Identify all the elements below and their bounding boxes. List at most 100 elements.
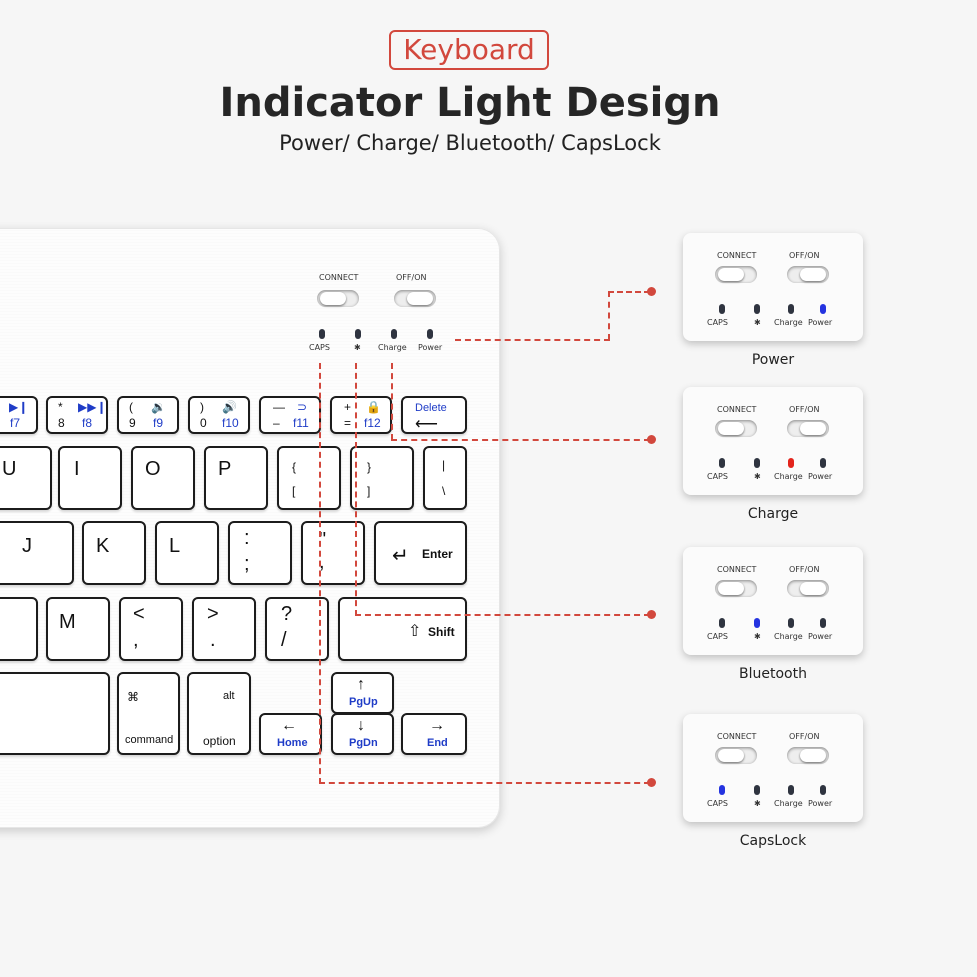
charge-connector-v [391, 363, 393, 440]
card-led-charge [788, 304, 794, 314]
card-led-label: Power [808, 318, 833, 327]
card-led-power [820, 618, 826, 628]
power-switch[interactable] [394, 290, 436, 307]
key-o[interactable]: O [131, 446, 195, 510]
key-u[interactable]: U [0, 446, 52, 510]
card-caption: Power [751, 352, 795, 368]
key-semicolon[interactable]: : ; [228, 521, 292, 585]
card-led-power [820, 458, 826, 468]
key-f11[interactable]: — ⊃ – f11 [259, 396, 321, 434]
card-led-label: Power [808, 632, 833, 641]
command-icon: ⌘ [127, 690, 139, 704]
volume-down-icon: 🔉 [151, 400, 166, 414]
key-comma[interactable]: < , [119, 597, 183, 661]
key-pgup[interactable]: ↑ PgUp [331, 672, 394, 714]
connect-switch[interactable] [317, 290, 359, 307]
key-quote[interactable]: " , [301, 521, 365, 585]
shift-icon: ⇧ [408, 623, 422, 640]
card-connect-label: CONNECT [717, 565, 757, 574]
key-home[interactable]: ← Home [259, 713, 322, 755]
key-option[interactable]: alt option [187, 672, 251, 755]
card-offon-label: OFF/ON [789, 405, 820, 414]
arrow-left-icon: ← [281, 717, 297, 734]
card-connect-switch [715, 580, 757, 597]
card-led-bluetooth [754, 304, 760, 314]
key-i[interactable]: I [58, 446, 122, 510]
bluetooth-led [355, 329, 361, 339]
key-slash[interactable]: ? / [265, 597, 329, 661]
card-led-caps [719, 458, 725, 468]
key-m[interactable]: M [46, 597, 110, 661]
power-connector-h2 [608, 291, 650, 293]
offon-label: OFF/ON [396, 273, 427, 282]
key-command[interactable]: ⌘ command [117, 672, 180, 755]
card-connect-switch [715, 266, 757, 283]
card-led-charge [788, 458, 794, 468]
key-shift[interactable]: ⇧ Shift [338, 597, 467, 661]
page-title: Indicator Light Design [219, 80, 721, 126]
key-p[interactable]: P [204, 446, 268, 510]
key-j[interactable]: J [0, 521, 74, 585]
card-led-label: Charge [774, 472, 803, 481]
card-caption: Charge [747, 506, 799, 522]
charge-connector-dot [647, 435, 656, 444]
caps-led-label: CAPS [309, 343, 330, 352]
key-f8[interactable]: * ▶▶❙ 8 f8 [46, 396, 108, 434]
card-bluetooth-icon: ✱ [754, 799, 761, 808]
card-led-label: Power [808, 472, 833, 481]
keyboard-tag: Keyboard [389, 30, 549, 70]
card-led-power [820, 785, 826, 795]
key-period[interactable]: > . [192, 597, 256, 661]
card-led-charge [788, 785, 794, 795]
key-f12[interactable]: + 🔒 = f12 [330, 396, 392, 434]
enter-arrow-icon: ↵ [392, 545, 409, 567]
key-l[interactable]: L [155, 521, 219, 585]
volume-up-icon: 🔊 [222, 400, 237, 414]
key-end[interactable]: → End [401, 713, 467, 755]
card-connect-label: CONNECT [717, 405, 757, 414]
key-delete[interactable]: Delete ⟵ [401, 396, 467, 434]
key-bracket-right[interactable]: } ] [350, 446, 414, 510]
bluetooth-connector-v [355, 363, 357, 616]
card-led-power [820, 304, 826, 314]
caps-connector-v [319, 363, 321, 784]
card-connect-label: CONNECT [717, 251, 757, 260]
key-pgdn[interactable]: ↓ PgDn [331, 713, 394, 755]
lock-icon: 🔒 [366, 400, 381, 414]
card-connect-label: CONNECT [717, 732, 757, 741]
card-led-label: CAPS [707, 318, 728, 327]
card-led-label: Charge [774, 632, 803, 641]
bluetooth-connector-h [355, 614, 650, 616]
key-f9[interactable]: ( 🔉 9 f9 [117, 396, 179, 434]
card-led-label: Charge [774, 318, 803, 327]
card-offon-label: OFF/ON [789, 732, 820, 741]
power-connector-dot [647, 287, 656, 296]
key-n[interactable] [0, 597, 38, 661]
page-subtitle: Power/ Charge/ Bluetooth/ CapsLock [279, 131, 661, 155]
power-led [427, 329, 433, 339]
arrow-right-icon: → [429, 717, 445, 734]
power-connector-h1 [455, 339, 610, 341]
caps-led [319, 329, 325, 339]
card-caption: Bluetooth [739, 666, 807, 682]
connect-label: CONNECT [319, 273, 359, 282]
charge-led [391, 329, 397, 339]
bluetooth-connector-dot [647, 610, 656, 619]
key-space[interactable] [0, 672, 110, 755]
key-k[interactable]: K [82, 521, 146, 585]
key-backslash[interactable]: | \ [423, 446, 467, 510]
arrow-up-icon: ↑ [357, 676, 365, 693]
card-caption: CapsLock [739, 833, 807, 849]
card-led-caps [719, 618, 725, 628]
card-power-switch [787, 747, 829, 764]
key-f10[interactable]: ) 🔊 0 f10 [188, 396, 250, 434]
card-led-bluetooth [754, 618, 760, 628]
card-led-caps [719, 304, 725, 314]
key-bracket-left[interactable]: { [ [277, 446, 341, 510]
key-f7[interactable]: ▶❙ f7 [0, 396, 38, 434]
card-led-label: Charge [774, 799, 803, 808]
key-enter[interactable]: ↵ Enter [374, 521, 467, 585]
